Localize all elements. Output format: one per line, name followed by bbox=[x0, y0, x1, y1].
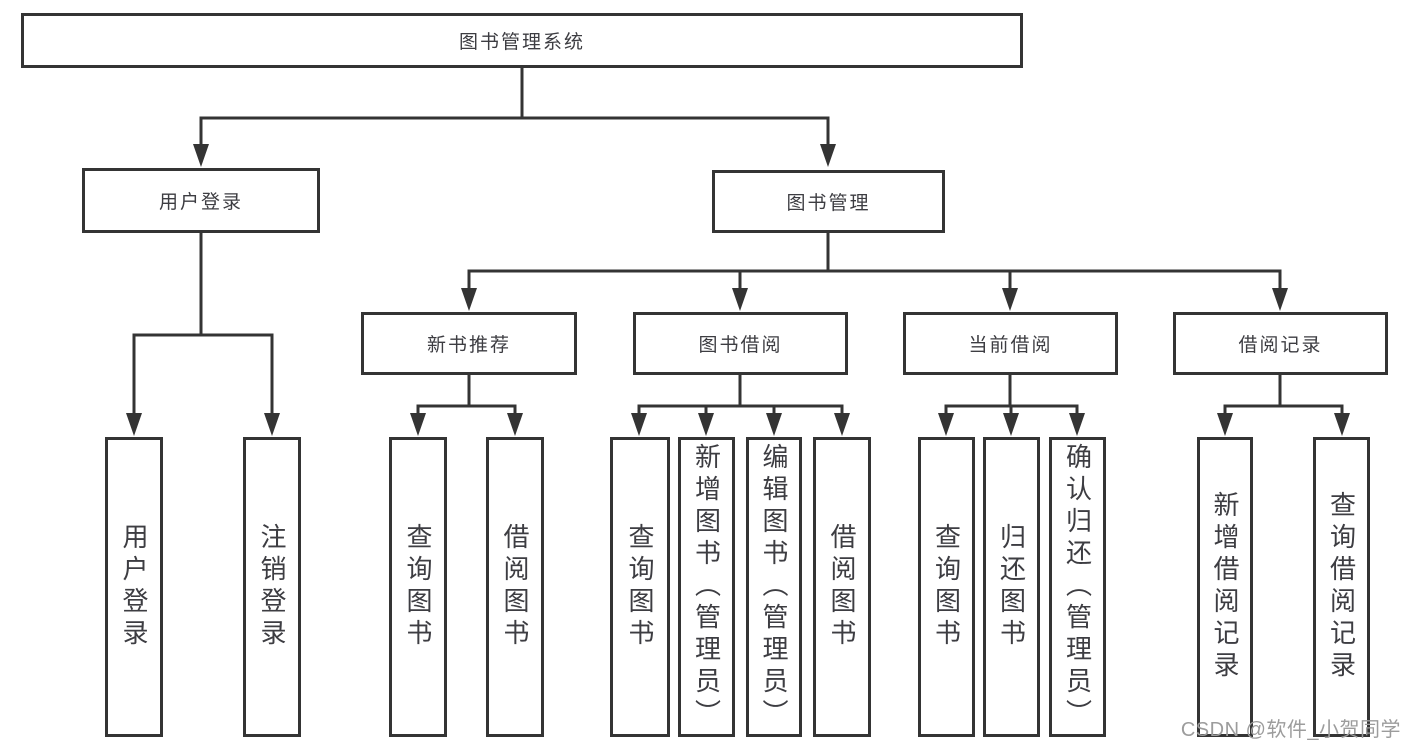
node-root: 图书管理系统 bbox=[21, 13, 1023, 68]
leaf-recommend-query-books: 查询图书 bbox=[389, 437, 447, 737]
node-label: 查询借阅记录 bbox=[1326, 491, 1357, 683]
node-label: 用户登录 bbox=[158, 192, 243, 213]
node-label: 新增图书（管理员） bbox=[691, 443, 722, 731]
node-label: 编辑图书（管理员） bbox=[759, 443, 789, 731]
node-label: 查询图书 bbox=[403, 523, 433, 651]
leaf-borrowing-edit-books-admin: 编辑图书（管理员） bbox=[746, 437, 802, 737]
node-label: 查询图书 bbox=[625, 523, 655, 651]
leaf-recommend-borrow-books: 借阅图书 bbox=[486, 437, 544, 737]
node-label: 借阅图书 bbox=[827, 523, 857, 651]
node-label: 图书管理系统 bbox=[458, 32, 585, 53]
leaf-user-login: 用户登录 bbox=[105, 437, 163, 737]
leaf-borrowing-add-books-admin: 新增图书（管理员） bbox=[678, 437, 735, 737]
node-label: 确认归还（管理员） bbox=[1062, 443, 1093, 731]
node-label: 当前借阅 bbox=[968, 335, 1053, 356]
node-label: 新书推荐 bbox=[426, 335, 511, 356]
node-book-management: 图书管理 bbox=[712, 170, 945, 233]
leaf-borrowing-borrow-books: 借阅图书 bbox=[813, 437, 871, 737]
node-new-book-recommend: 新书推荐 bbox=[361, 312, 577, 375]
node-borrow-records: 借阅记录 bbox=[1173, 312, 1388, 375]
node-user-login: 用户登录 bbox=[82, 168, 320, 233]
leaf-records-query-record: 查询借阅记录 bbox=[1313, 437, 1370, 737]
node-label: 借阅图书 bbox=[500, 523, 530, 651]
node-label: 新增借阅记录 bbox=[1210, 491, 1240, 683]
leaf-logout: 注销登录 bbox=[243, 437, 301, 737]
node-label: 归还图书 bbox=[996, 523, 1027, 651]
leaf-current-confirm-return-admin: 确认归还（管理员） bbox=[1049, 437, 1106, 737]
node-label: 图书管理 bbox=[786, 193, 871, 214]
node-label: 借阅记录 bbox=[1238, 335, 1323, 356]
node-label: 用户登录 bbox=[119, 523, 149, 651]
leaf-current-return-books: 归还图书 bbox=[983, 437, 1040, 737]
node-label: 图书借阅 bbox=[698, 335, 783, 356]
node-label: 查询图书 bbox=[931, 523, 962, 651]
node-book-borrowing: 图书借阅 bbox=[633, 312, 848, 375]
leaf-borrowing-query-books: 查询图书 bbox=[610, 437, 670, 737]
watermark: CSDN @软件_小贺同学 bbox=[1180, 719, 1401, 741]
leaf-current-query-books: 查询图书 bbox=[918, 437, 975, 737]
node-current-borrowing: 当前借阅 bbox=[903, 312, 1118, 375]
node-label: 注销登录 bbox=[257, 523, 287, 651]
leaf-records-add-record: 新增借阅记录 bbox=[1197, 437, 1253, 737]
